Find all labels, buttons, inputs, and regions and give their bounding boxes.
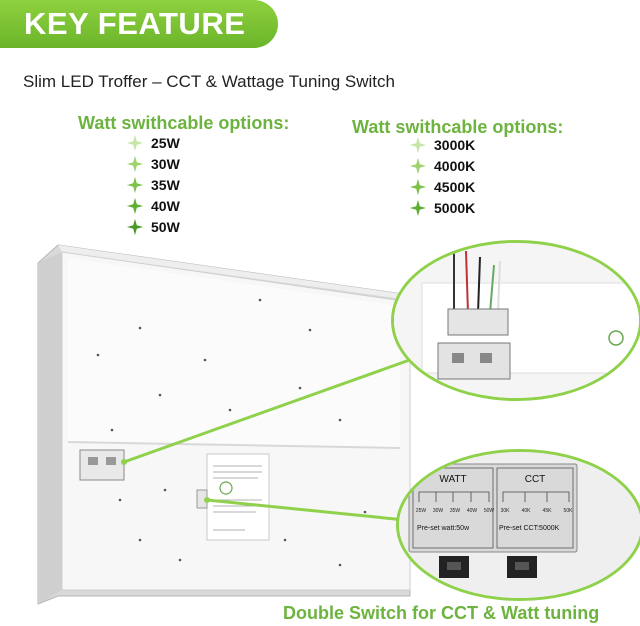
option-label: 40W	[151, 197, 180, 214]
switch-small-label: 50K	[564, 508, 574, 514]
option-item: 25W	[126, 132, 180, 153]
fixture-seam	[67, 441, 401, 449]
banner-title: KEY FEATURE	[24, 6, 246, 41]
switch-small-label: 45K	[543, 508, 553, 514]
option-item: 5000K	[409, 197, 475, 218]
option-item: 50W	[126, 216, 180, 237]
fixture-top-edge	[58, 245, 410, 300]
bottom-caption: Double Switch for CCT & Watt tuning	[283, 603, 600, 623]
option-item: 4000K	[409, 155, 475, 176]
page-subtitle: Slim LED Troffer – CCT & Wattage Tuning …	[23, 72, 395, 91]
sparkle-star-icon	[126, 155, 144, 172]
switch-small-label: 25W	[416, 508, 427, 514]
feature-banner	[0, 0, 278, 48]
zoom-switch-plate	[437, 342, 511, 380]
option-label: 5000K	[434, 199, 476, 216]
option-label: 3000K	[434, 136, 476, 153]
option-item: 3000K	[409, 134, 475, 155]
sparkle-star-icon	[409, 178, 427, 195]
option-label: 4000K	[434, 157, 476, 174]
switch-small-label: 35W	[450, 508, 461, 514]
option-label: 30W	[151, 155, 180, 172]
zoom-junction-box	[447, 308, 509, 336]
junction-zoom-circle	[391, 240, 640, 401]
cct-options-title: Watt swithcable options:	[352, 117, 564, 137]
junction-box	[79, 449, 125, 481]
option-item: 30W	[126, 153, 180, 174]
option-label: 35W	[151, 176, 180, 193]
fixture-rivets	[96, 298, 367, 567]
switch-small-label: 50W	[484, 508, 495, 514]
option-item: 4500K	[409, 176, 475, 197]
fixture-label-sticker	[206, 453, 270, 541]
sparkle-star-icon	[126, 218, 144, 235]
option-label: 25W	[151, 134, 180, 151]
switch-small-label: 40W	[467, 508, 478, 514]
fixture-upper-area	[68, 258, 400, 448]
cct-options-list: 3000K 4000K 4500K 5000K	[409, 134, 475, 218]
callout-line-top	[123, 350, 433, 464]
switch-watt-label: WATT	[439, 474, 466, 485]
sparkle-star-icon	[409, 157, 427, 174]
watt-options-list: 25W 30W 35W 40W 50W	[126, 132, 180, 237]
option-item: 35W	[126, 174, 180, 195]
sparkle-star-icon	[409, 136, 427, 153]
sticker-cert-mark	[219, 481, 233, 495]
switch-cct-label: CCT	[525, 474, 546, 485]
callout-line-bottom	[206, 498, 406, 522]
sparkle-star-icon	[126, 134, 144, 151]
sparkle-star-icon	[126, 197, 144, 214]
switch-zoom-circle: WATT CCT 25W 30W 35W 40W 50W 30K 40K 45K 50K Pr…	[396, 449, 640, 601]
option-label: 50W	[151, 218, 180, 235]
option-label: 4500K	[434, 178, 476, 195]
switch-small-label: 30K	[501, 508, 511, 514]
switch-small-label: 40K	[522, 508, 532, 514]
switch-small-label: 30W	[433, 508, 444, 514]
watt-options-title: Watt swithcable options:	[78, 113, 290, 133]
option-item: 40W	[126, 195, 180, 216]
fixture-left-side	[38, 252, 62, 604]
switch-cct-preset: Pre-set CCT:5000K	[499, 525, 560, 532]
switch-watt-preset: Pre-set watt:50w	[417, 525, 470, 532]
sparkle-star-icon	[126, 176, 144, 193]
sparkle-star-icon	[409, 199, 427, 216]
